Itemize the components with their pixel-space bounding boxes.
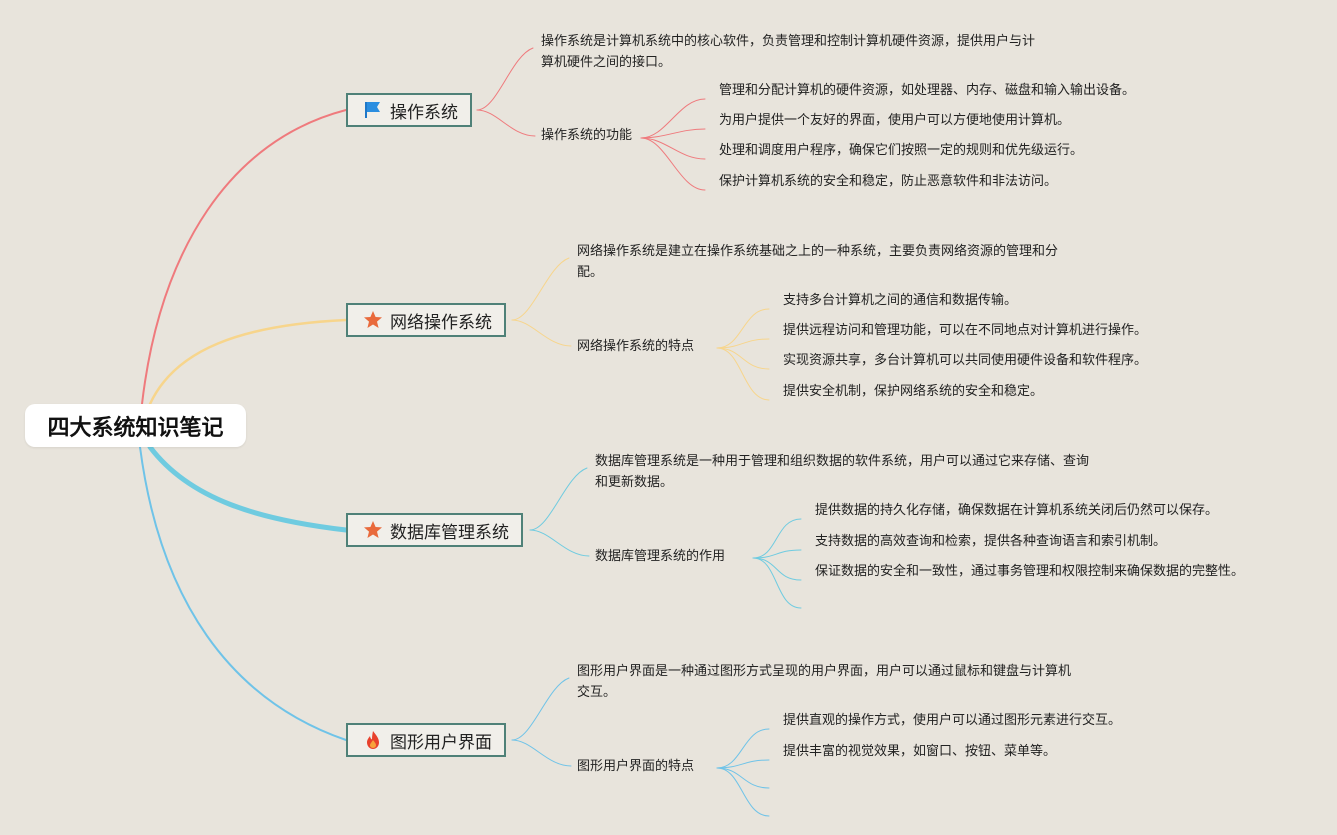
connector xyxy=(752,518,802,559)
branch-node-os[interactable]: 操作系统 xyxy=(346,93,472,127)
connector xyxy=(716,338,770,349)
connector xyxy=(148,318,348,406)
connector xyxy=(716,347,770,370)
detail-item: 提供安全机制，保护网络系统的安全和稳定。 xyxy=(783,384,1044,399)
orange-star-icon xyxy=(362,309,384,331)
branch-label: 数据库管理系统 xyxy=(390,522,509,543)
connector xyxy=(141,109,347,405)
subtopic-label: 网络操作系统的特点 xyxy=(577,339,695,354)
root-node[interactable]: 四大系统知识笔记 xyxy=(25,404,246,447)
branch-label: 操作系统 xyxy=(390,102,458,123)
connector xyxy=(752,557,802,581)
detail-item: 支持数据的高效查询和检索，提供各种查询语言和索引机制。 xyxy=(815,534,1167,549)
branch-description: 数据库管理系统是一种用于管理和组织数据的软件系统，用户可以通过它来存储、查询和更… xyxy=(595,454,1090,490)
connector xyxy=(716,347,770,401)
connector xyxy=(752,549,802,559)
connector xyxy=(511,257,570,321)
detail-item: 保护计算机系统的安全和稳定，防止恶意软件和非法访问。 xyxy=(719,174,1058,189)
branch-description: 操作系统是计算机系统中的核心软件，负责管理和控制计算机硬件资源，提供用户与计算机… xyxy=(541,34,1036,70)
detail-item: 处理和调度用户程序，确保它们按照一定的规则和优先级运行。 xyxy=(719,143,1084,158)
connector xyxy=(640,98,706,139)
branch-description: 图形用户界面是一种通过图形方式呈现的用户界面，用户可以通过鼠标和键盘与计算机交互… xyxy=(577,664,1072,700)
branch-label: 网络操作系统 xyxy=(390,312,492,333)
connector xyxy=(716,728,770,769)
detail-item: 提供直观的操作方式，使用户可以通过图形元素进行交互。 xyxy=(783,713,1122,728)
connector xyxy=(716,767,770,789)
detail-item: 支持多台计算机之间的通信和数据传输。 xyxy=(783,293,1018,308)
detail-item: 保证数据的安全和一致性，通过事务管理和权限控制来确保数据的完整性。 xyxy=(815,564,1245,579)
branch-label: 图形用户界面 xyxy=(390,732,492,753)
connector xyxy=(529,467,588,531)
detail-item: 实现资源共享，多台计算机可以共同使用硬件设备和软件程序。 xyxy=(783,353,1148,368)
connector xyxy=(640,128,706,139)
connector xyxy=(511,319,572,347)
detail-item: 为用户提供一个友好的界面，使用户可以方便地使用计算机。 xyxy=(719,113,1071,128)
branch-description: 网络操作系统是建立在操作系统基础之上的一种系统，主要负责网络资源的管理和分配。 xyxy=(577,244,1059,280)
subtopic-label: 操作系统的功能 xyxy=(541,128,633,143)
connector xyxy=(476,47,534,111)
connector xyxy=(529,529,590,557)
detail-item: 提供数据的持久化存储，确保数据在计算机系统关闭后仍然可以保存。 xyxy=(815,503,1219,518)
connector xyxy=(752,557,802,609)
connector xyxy=(511,677,570,741)
connector xyxy=(139,446,347,741)
branch-node-database[interactable]: 数据库管理系统 xyxy=(346,513,523,547)
connector xyxy=(640,137,706,191)
connector xyxy=(716,767,770,817)
connector xyxy=(716,759,770,769)
blue-flag-icon xyxy=(362,99,384,121)
detail-item: 提供丰富的视觉效果，如窗口、按钮、菜单等。 xyxy=(783,744,1057,759)
subtopic-label: 图形用户界面的特点 xyxy=(577,759,695,774)
connector xyxy=(511,739,572,767)
branch-node-network[interactable]: 网络操作系统 xyxy=(346,303,506,337)
detail-item: 提供远程访问和管理功能，可以在不同地点对计算机进行操作。 xyxy=(783,323,1148,338)
fire-icon xyxy=(362,729,384,751)
connector xyxy=(640,137,706,160)
connector xyxy=(716,308,770,349)
connector xyxy=(147,444,349,533)
subtopic-label: 数据库管理系统的作用 xyxy=(595,549,726,564)
detail-item: 管理和分配计算机的硬件资源，如处理器、内存、磁盘和输入输出设备。 xyxy=(719,83,1136,98)
connector xyxy=(476,109,536,137)
orange-star-icon xyxy=(362,519,384,541)
branch-node-gui[interactable]: 图形用户界面 xyxy=(346,723,506,757)
